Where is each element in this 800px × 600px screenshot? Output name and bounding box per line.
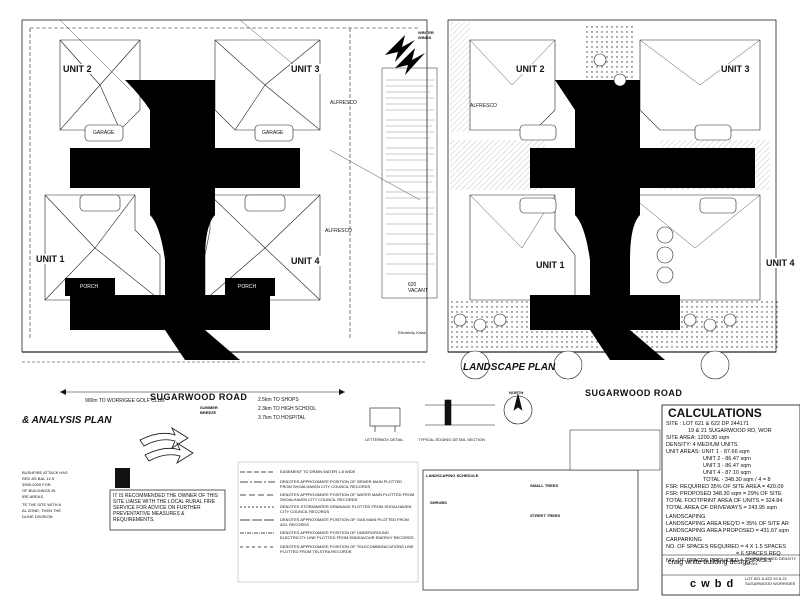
bushfire-note-4: IRE AREAS. bbox=[22, 494, 45, 499]
calc-line: NO. OF SPACES PROVIDED = 7 SPACES bbox=[666, 558, 772, 564]
bushfire-note-7: DLINE DIVISION bbox=[22, 514, 53, 519]
calc-line: UNIT 2 - 86.47 sqm bbox=[703, 456, 751, 462]
winter-wind-arrows bbox=[385, 35, 425, 75]
distance-high-school: 2.3km TO HIGH SCHOOL bbox=[258, 406, 317, 412]
edging-detail-title: TYPICAL EDGING DETAIL SECTION bbox=[418, 437, 485, 442]
right-unit-3-label: UNIT 3 bbox=[720, 64, 751, 74]
calc-line: TOTAL - 348.30 sqm / 4 = 8 bbox=[703, 477, 771, 483]
bushfire-note-0: BUSHFIRE ATTACK HAS bbox=[22, 470, 68, 475]
project-title: PROPOSED MED DENSITY DEVEL bbox=[745, 556, 797, 566]
alfresco-label-a: ALFRESCO bbox=[330, 100, 357, 106]
calc-line: UNIT AREAS: UNIT 1 - 87.66 sqm bbox=[666, 449, 750, 455]
calculations-list: SITE : LOT 621 & 622 DP 244171 19 & 21 S… bbox=[666, 421, 800, 565]
legend-item: DENOTES APPROXIMATE POSITION OF TELECOMM… bbox=[280, 544, 414, 554]
left-porch-driveway bbox=[70, 295, 270, 330]
calc-line: FSR: REQUIRED 35% OF SITE AREA = 420.09 bbox=[666, 484, 784, 490]
small-trees-heading: SMALL TREES bbox=[530, 483, 559, 488]
calc-line: FSR: PROPOSED 348.30 sqm = 29% OF SITE bbox=[666, 491, 782, 497]
north-arrow-icon bbox=[503, 393, 533, 425]
calc-line: = 6 SPACES REQ bbox=[736, 551, 781, 557]
left-unit-2-label: UNIT 2 bbox=[62, 64, 93, 74]
letterbox-detail-title: LETTERBOX DETAIL bbox=[365, 437, 404, 442]
legend-item: DENOTES APPROXIMATE POSITION OF WATER MA… bbox=[280, 492, 415, 502]
calc-line: TOTAL FOOTPRINT AREA OF UNITS = 324.84 bbox=[666, 498, 783, 504]
edging-detail-sketch bbox=[425, 399, 495, 426]
distance-golf-club: 900m TO WORRIGEE GOLF CLUB bbox=[85, 398, 165, 404]
garage-label-b: GARAGE bbox=[262, 130, 284, 136]
summer-breeze-arrows bbox=[139, 426, 194, 465]
unit-2-footprint bbox=[59, 39, 141, 131]
calc-line: SITE AREA: 1200.30 sqm bbox=[666, 435, 730, 441]
right-unit-4-label: UNIT 4 bbox=[765, 258, 796, 268]
summer-breeze-label: SUMMER BREEZE bbox=[200, 405, 218, 415]
calc-line: TOTAL AREA OF DRIVEWAYS = 243.95 sqm bbox=[666, 505, 778, 511]
north-label: NORTH bbox=[509, 390, 524, 395]
electricity-label: Electricity Kiosk bbox=[398, 330, 427, 335]
calc-line: LANDSCAPING AREA PROPOSED = 431.67 sqm bbox=[666, 528, 790, 534]
right-cars bbox=[519, 124, 737, 214]
bushfire-note-3: OF BUILDINGS IN bbox=[22, 488, 56, 493]
project-address: LOT 621 & 622 19 & 21 SUGARWOOD WORRIGEE bbox=[745, 576, 796, 586]
company-name: craig white building design bbox=[668, 559, 751, 566]
legend-item: EASEMENT TO DRAIN WATER 1.8 WIDE bbox=[280, 469, 356, 474]
left-unit-1-label: UNIT 1 bbox=[35, 254, 66, 264]
porch-label-a: PORCH bbox=[80, 284, 99, 290]
right-unit-1-label: UNIT 1 bbox=[535, 260, 566, 270]
calc-line: LANDSCAPING bbox=[666, 514, 706, 520]
cwbd-logo: c w b d bbox=[690, 578, 735, 590]
calc-line: NO. OF SPACES REQUIRED = 4 X 1.5 SPACES bbox=[666, 544, 787, 550]
unit-4-footprint bbox=[204, 194, 321, 301]
calc-line: LANDSCAPING AREA REQ'D = 35% OF SITE AR bbox=[666, 521, 789, 527]
bushfire-note-1: RED AS BAL 12.5 bbox=[22, 476, 55, 481]
vacant-label: 620 VACANT bbox=[408, 282, 428, 294]
legend-item: DENOTES APPROXIMATE POSITION OF UNDERGRO… bbox=[280, 530, 414, 540]
legend-item: DENOTES APPROXIMATE POSITION OF SEWER MA… bbox=[280, 479, 403, 489]
shrubs-heading: SHRUBS bbox=[430, 500, 447, 505]
calc-line: UNIT 3 - 86.47 sqm bbox=[703, 463, 751, 469]
winter-winds-label: WINTER WINDS bbox=[418, 30, 434, 40]
unit-3-footprint bbox=[214, 39, 321, 131]
calc-line: UNIT 4 - 87.10 sqm bbox=[703, 470, 751, 476]
bushfire-note-5: TE THE SITE WITH A bbox=[22, 502, 62, 507]
landscape-plan-title: LANDSCAPE PLAN bbox=[463, 362, 556, 373]
left-unit-3-label: UNIT 3 bbox=[290, 64, 321, 74]
left-plan-title: & ANALYSIS PLAN bbox=[22, 415, 112, 426]
calc-line: CARPARKING bbox=[666, 537, 702, 543]
left-unit-4-label: UNIT 4 bbox=[290, 256, 321, 266]
landscaping-schedule-title: LANDSCAPING SCHEDULE bbox=[426, 473, 479, 478]
garage-label-a: GARAGE bbox=[93, 130, 115, 136]
left-driveway bbox=[70, 80, 300, 360]
calculations-title: CALCULATIONS bbox=[668, 406, 762, 420]
porch-label-b: PORCH bbox=[238, 284, 257, 290]
fire-service-note: IT IS RECOMMENDED THE OWNER OF THIS SITE… bbox=[113, 493, 219, 523]
unit-1-footprint bbox=[44, 194, 161, 301]
letterbox-detail-sketch bbox=[369, 407, 401, 432]
notes-column bbox=[381, 67, 438, 299]
street-trees-heading: STREET TREES bbox=[530, 513, 561, 518]
bushfire-note-6: AL ZONE, THEN THE bbox=[22, 508, 62, 513]
left-cars bbox=[79, 124, 294, 212]
bushfire-note-2: 3959-2009 FOR bbox=[22, 482, 51, 487]
legend-item: DENOTES STORMWATER DRAINAGE PLOTTED FROM… bbox=[280, 504, 412, 514]
alfresco-label-b: ALFRESCO bbox=[325, 228, 352, 234]
distance-hospital: 3.7km TO HOSPITAL bbox=[258, 415, 306, 421]
landscape-trees bbox=[453, 53, 737, 380]
legend-item: DENOTES APPROXIMATE POSITION OF GAS MAIN… bbox=[280, 517, 409, 527]
right-driveway bbox=[530, 80, 755, 360]
calc-line: 19 & 21 SUGARWOOD RD, WOR bbox=[688, 428, 772, 434]
calc-line: SITE : LOT 621 & 622 DP 244171 bbox=[666, 421, 749, 427]
right-unit-2-label: UNIT 2 bbox=[515, 64, 546, 74]
right-road-name: SUGARWOOD ROAD bbox=[585, 388, 683, 398]
calc-line: DENSITY: 4 MEDIUM UNITS bbox=[666, 442, 738, 448]
right-alfresco-label: ALFRESCO bbox=[470, 103, 497, 109]
legend-line-samples bbox=[240, 471, 275, 548]
rfs-logo bbox=[115, 468, 130, 488]
left-road-name: SUGARWOOD ROAD bbox=[150, 392, 248, 402]
distance-shops: 2.5km TO SHOPS bbox=[258, 397, 299, 403]
